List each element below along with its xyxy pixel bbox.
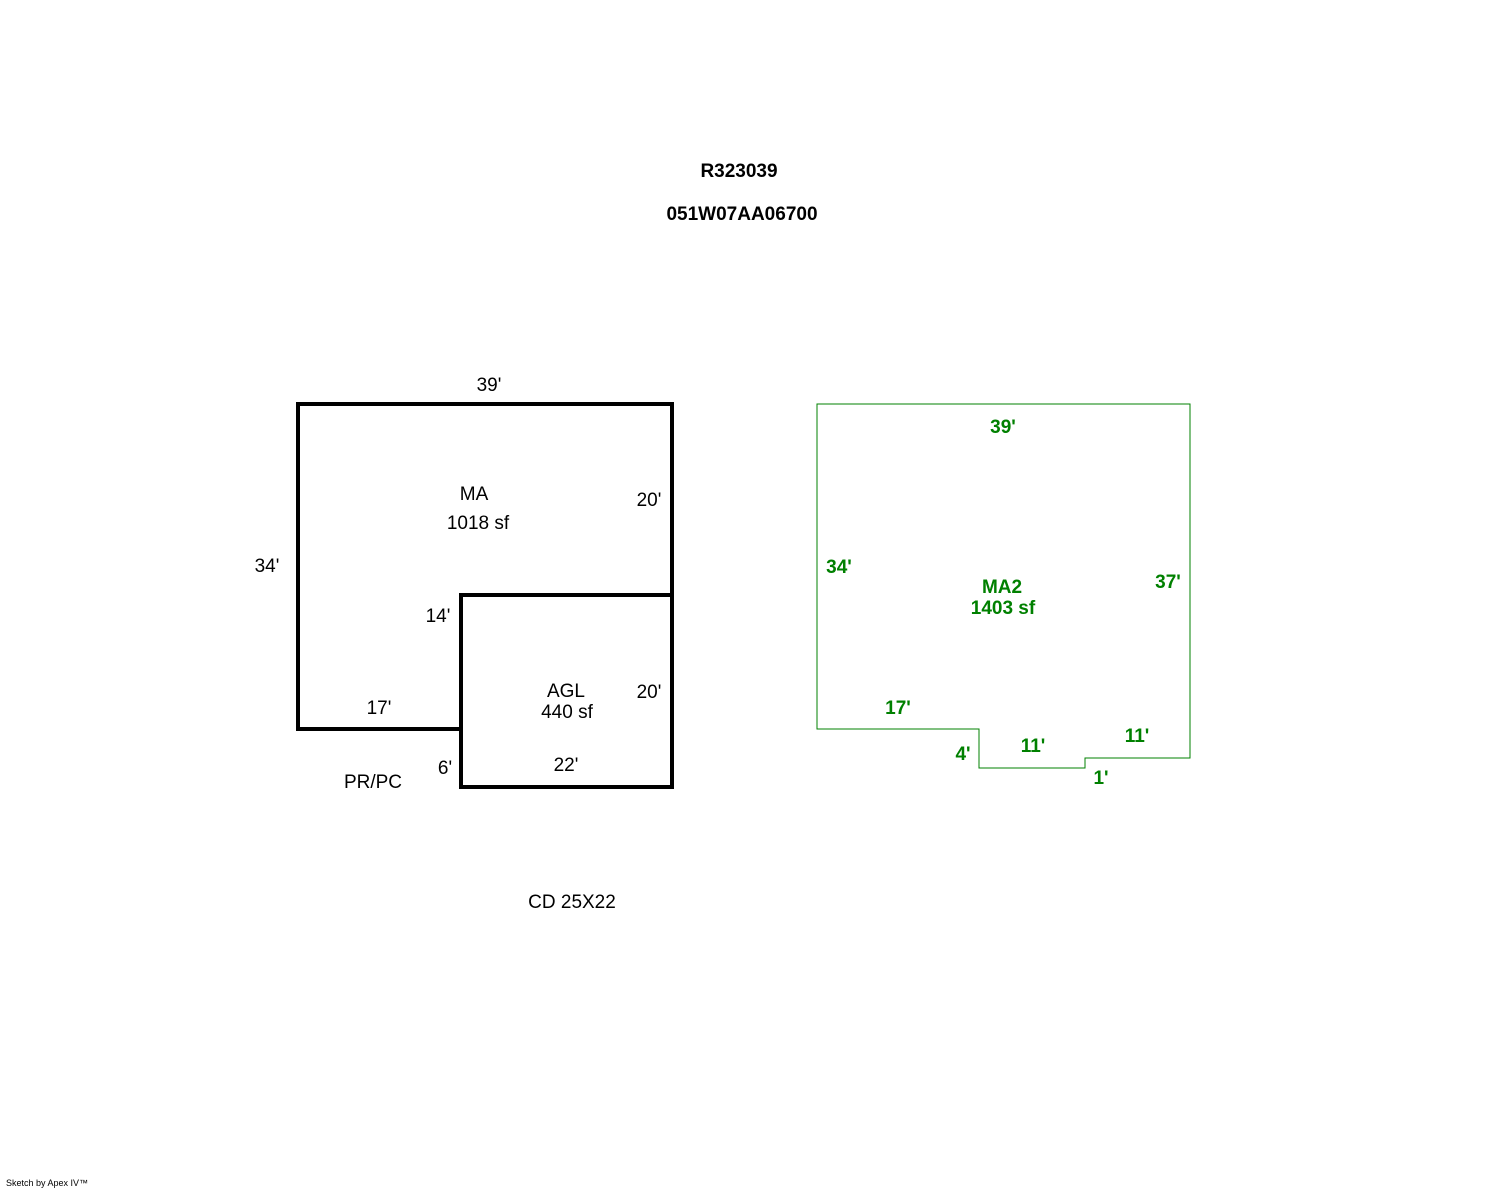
dim-agl-left-lower: 6' [438,758,452,779]
ma2-dim-bottom-middle: 11' [1021,736,1046,757]
ma-label: MA [460,484,489,505]
ma2-area: 1403 sf [971,598,1036,619]
ma2-dim-bottom-left: 17' [885,698,911,719]
dim-bottom-agl: 22' [554,755,579,776]
dim-top: 39' [477,375,502,396]
ma2-dim-step-down: 4' [955,744,970,765]
ma2-label: MA2 [982,577,1022,598]
account-number: R323039 [700,161,777,182]
dim-left: 34' [255,556,280,577]
map-tax-lot: 051W07AA06700 [666,204,817,225]
dim-inner-vertical: 14' [426,606,451,627]
dim-right-upper: 20' [637,490,662,511]
ma2-dim-bottom-right: 11' [1125,726,1150,747]
ma2-outline [816,403,1191,769]
ma-outline [296,402,674,731]
cd-note: CD 25X22 [528,892,616,913]
dim-right-agl: 20' [637,682,662,703]
ma-area: 1018 sf [447,513,510,534]
footer-credit: Sketch by Apex IV™ [6,1178,89,1188]
ma2-dim-right: 37' [1155,572,1181,593]
ma2-dim-top: 39' [990,417,1016,438]
agl-area: 440 sf [541,702,593,723]
ma2-dim-left: 34' [826,557,852,578]
agl-outline [459,593,674,789]
agl-label: AGL [547,681,585,702]
dim-bottom-ma: 17' [367,698,392,719]
ma2-dim-step-up: 1' [1093,768,1108,789]
pr-pc-label: PR/PC [344,772,402,793]
